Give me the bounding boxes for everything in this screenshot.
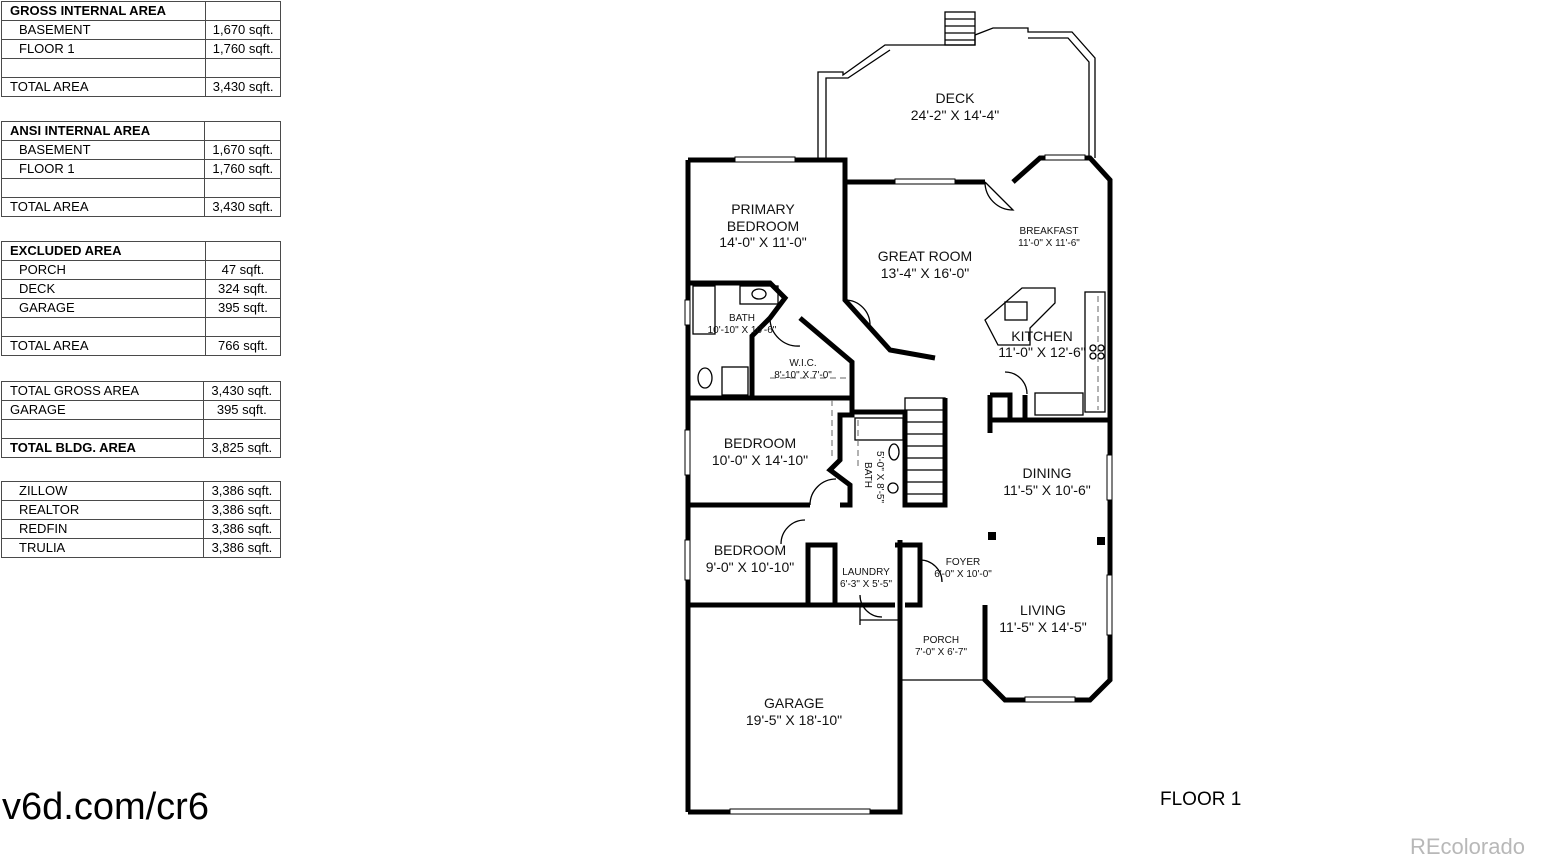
room-name-primary-bedroom-2: BEDROOM [727,218,799,234]
stairs [904,397,946,506]
room-name-foyer: FOYER [946,557,980,568]
column [1097,537,1105,545]
room-dims-living: 11'-5" X 14'-5" [999,619,1086,635]
room-name-deck: DECK [936,90,976,106]
room-name-bedroom-3: BEDROOM [714,542,786,558]
room-name-porch: PORCH [923,635,959,646]
room-name-dining: DINING [1023,465,1072,481]
room-name-garage: GARAGE [764,695,824,711]
room-name-wic: W.I.C. [789,358,816,369]
room-dims-great-room: 13'-4" X 16'-0" [881,265,969,281]
room-dims-garage: 19'-5" X 18'-10" [746,712,842,728]
deck-outline [817,11,1096,158]
column [988,532,996,540]
room-dims-bedroom: 10'-0" X 14'-10" [712,452,808,468]
room-dims-primary-bedroom: 14'-0" X 11'-0" [719,234,806,250]
room-name-kitchen: KITCHEN [1011,328,1072,344]
room-name-bath: BATH [729,313,755,324]
table-header: ANSI INTERNAL AREA [0,121,206,141]
room-dims-wic: 8'-10" X 7'-0" [774,370,832,381]
door-swings [769,181,1028,618]
room-dims-kitchen: 11'-0" X 12'-6" [998,344,1085,360]
kitchen-counters [984,287,1106,416]
bath-fixtures [692,285,904,494]
closet-shelves [770,296,1099,470]
room-name-living: LIVING [1020,602,1066,618]
room-dims-deck: 24'-2" X 14'-4" [911,107,999,123]
room-name-great-room: GREAT ROOM [878,248,972,264]
room-name-breakfast: BREAKFAST [1020,226,1079,237]
room-dims-bath-2: 5'-0" X 8'-5" [874,451,885,504]
room-name-bath-2: BATH [862,462,873,488]
room-dims-foyer: 6'-0" X 10'-0" [934,569,992,580]
porch-outline [859,605,986,681]
room-dims-laundry: 6'-3" X 5'-5" [840,579,893,590]
watermark-logo: REcolorado [1410,834,1525,859]
room-dims-bath: 10'-10" X 10'-6" [708,325,777,336]
room-dims-porch: 7'-0" X 6'-7" [915,647,968,658]
room-dims-breakfast: 11'-0" X 11'-6" [1018,238,1080,249]
floor-label: FLOOR 1 [1160,789,1242,810]
room-dims-bedroom-3: 9'-0" X 10'-10" [706,559,794,575]
windows [684,154,1113,815]
room-name-bedroom: BEDROOM [724,435,796,451]
room-name-primary-bedroom: PRIMARY [731,201,795,217]
room-name-laundry: LAUNDRY [842,567,890,578]
room-dims-dining: 11'-5" X 10'-6" [1003,482,1090,498]
listing-url: v6d.com/cr6 [2,786,209,828]
